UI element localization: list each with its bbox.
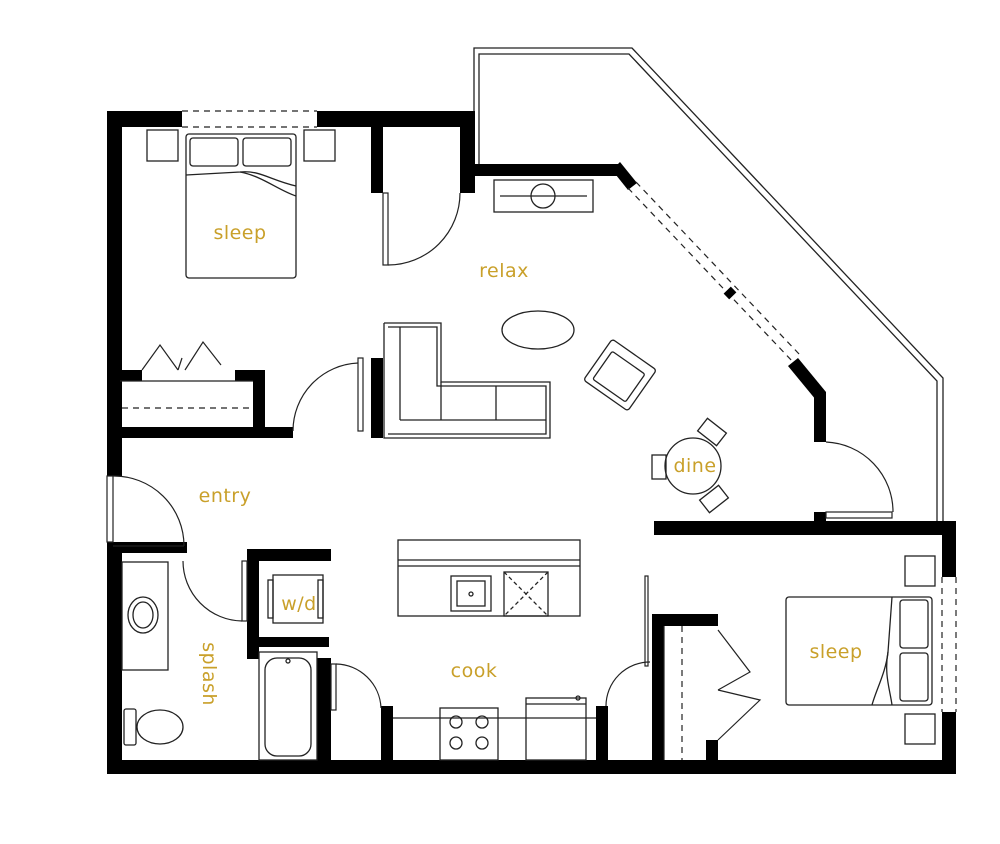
room-label-cook: cook bbox=[451, 660, 498, 682]
bathroom-fixtures bbox=[121, 561, 318, 761]
coffee-table bbox=[501, 310, 575, 350]
dining-set bbox=[651, 417, 730, 514]
kitchen-island bbox=[397, 539, 581, 617]
room-label-entry: entry bbox=[199, 485, 252, 507]
washer-dryer bbox=[267, 574, 324, 624]
doors bbox=[106, 192, 894, 741]
bed-top-left bbox=[146, 129, 336, 279]
balcony-outline bbox=[473, 47, 944, 522]
closet-shelves bbox=[120, 380, 683, 760]
room-label-sleep-top: sleep bbox=[213, 222, 266, 244]
room-label-splash: splash bbox=[198, 642, 220, 706]
walls bbox=[107, 111, 956, 774]
bed-bottom-right bbox=[785, 555, 936, 745]
room-label-dine: dine bbox=[673, 455, 716, 477]
windows bbox=[182, 110, 957, 712]
armchair bbox=[584, 339, 656, 411]
room-labels: sleep relax dine entry w/d splash cook s… bbox=[198, 222, 862, 706]
tv-console bbox=[493, 179, 594, 213]
room-label-relax: relax bbox=[479, 260, 529, 282]
sectional-sofa bbox=[383, 322, 551, 439]
room-label-wd: w/d bbox=[281, 593, 317, 615]
kitchen-counter bbox=[393, 695, 596, 761]
room-label-sleep-right: sleep bbox=[809, 641, 862, 663]
